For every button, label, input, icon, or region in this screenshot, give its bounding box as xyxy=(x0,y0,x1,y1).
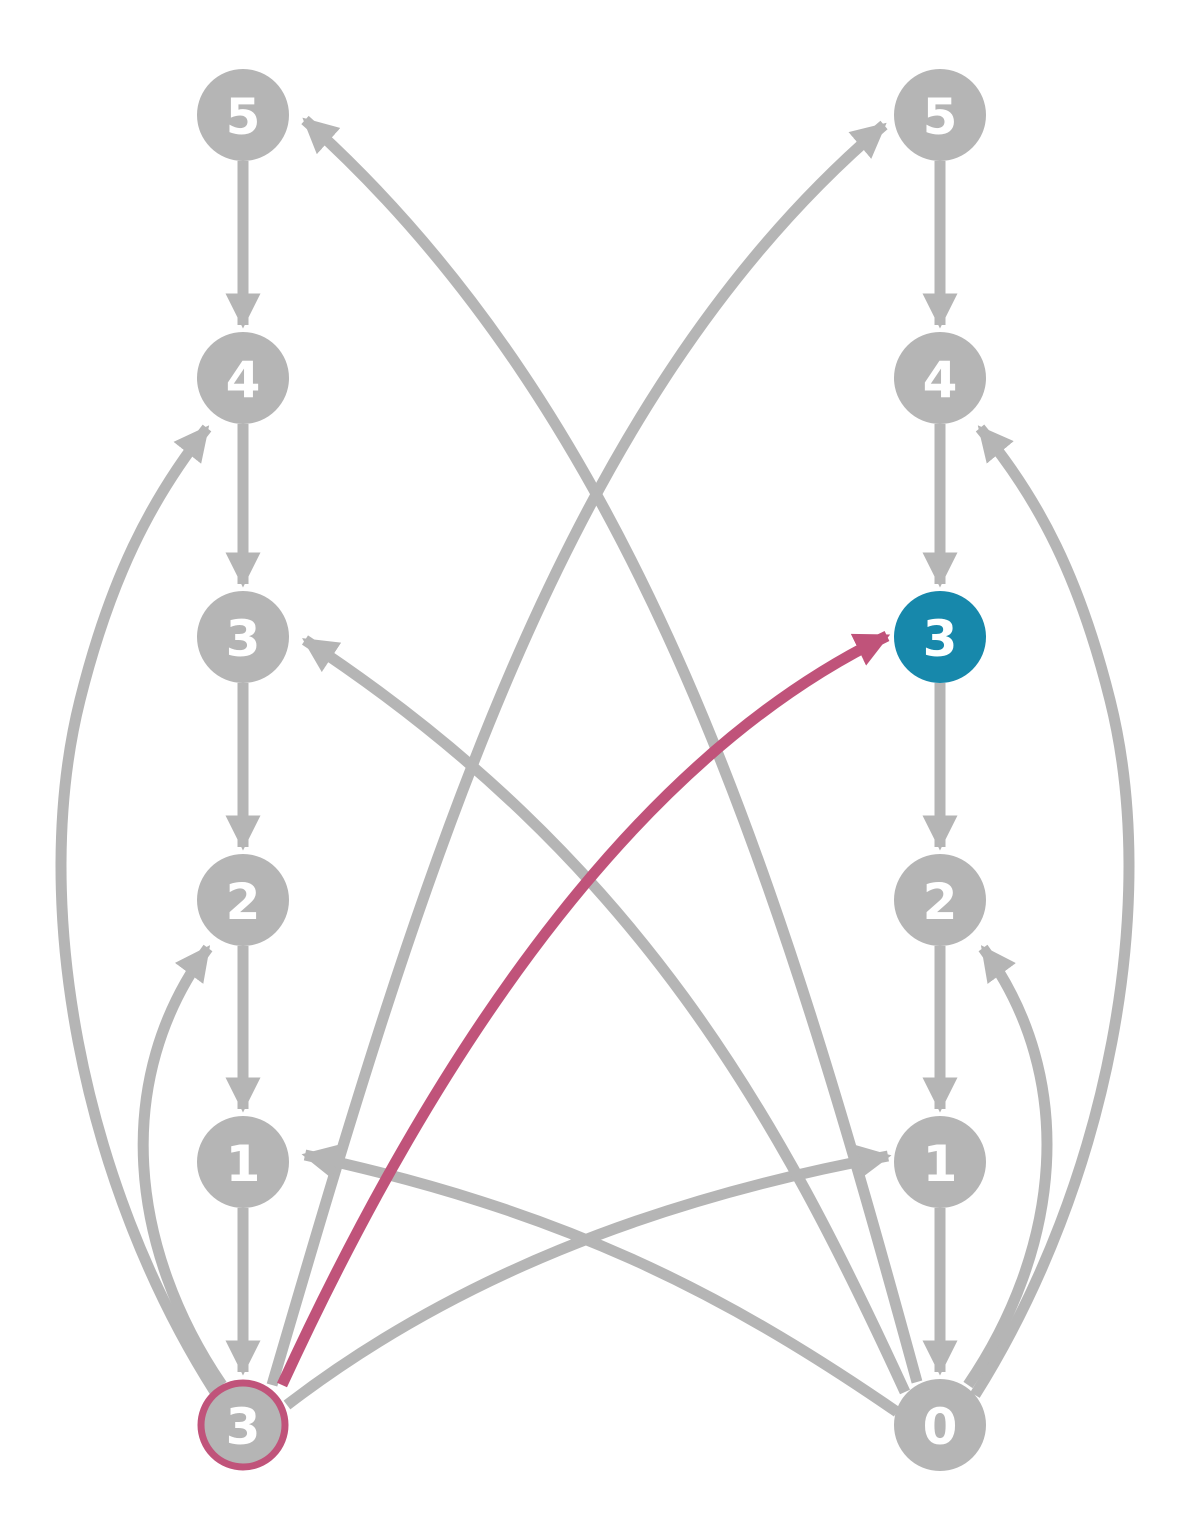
node-label: 3 xyxy=(923,610,958,668)
node-label: 1 xyxy=(923,1135,958,1193)
right-source-edges xyxy=(301,115,1135,1417)
node-label: 2 xyxy=(923,873,958,931)
node-label: 4 xyxy=(923,351,958,409)
edge-Lb-L2 xyxy=(137,944,227,1389)
node-label: 2 xyxy=(226,873,261,931)
node-label: 1 xyxy=(226,1135,261,1193)
edge-Rb-L1 xyxy=(301,1144,901,1417)
node-left-4[interactable]: 4 xyxy=(197,332,289,424)
node-label: 5 xyxy=(923,88,958,146)
node-right-4[interactable]: 4 xyxy=(894,332,986,424)
node-right-0[interactable]: 0 xyxy=(894,1379,986,1471)
node-label: 3 xyxy=(226,1398,261,1456)
node-label: 3 xyxy=(226,610,261,668)
left-column-nodes: 5 4 3 2 1 3 xyxy=(197,69,289,1471)
node-right-1[interactable]: 1 xyxy=(894,1116,986,1208)
node-label: 0 xyxy=(923,1398,958,1456)
node-left-bottom-selected[interactable]: 3 xyxy=(197,1379,289,1471)
node-right-5[interactable]: 5 xyxy=(894,69,986,161)
edge-Rb-L5 xyxy=(301,115,923,1384)
node-left-5[interactable]: 5 xyxy=(197,69,289,161)
edge-Lb-R5 xyxy=(266,120,888,1387)
node-left-2[interactable]: 2 xyxy=(197,854,289,946)
edge-Rb-R4 xyxy=(970,424,1135,1398)
node-right-3-highlighted[interactable]: 3 xyxy=(894,591,986,683)
highlighted-edge-Lb-R3 xyxy=(277,631,891,1388)
node-right-2[interactable]: 2 xyxy=(894,854,986,946)
node-label: 4 xyxy=(226,351,261,409)
edge-Lb-R1 xyxy=(283,1144,892,1410)
node-label: 5 xyxy=(226,88,261,146)
edge-Rb-R2 xyxy=(963,944,1053,1389)
edge-Lb-L4 xyxy=(55,424,220,1395)
right-column-nodes: 5 4 3 2 1 0 xyxy=(894,69,986,1471)
edge-Rb-L3 xyxy=(301,635,910,1395)
node-left-3[interactable]: 3 xyxy=(197,591,289,683)
node-left-1[interactable]: 1 xyxy=(197,1116,289,1208)
